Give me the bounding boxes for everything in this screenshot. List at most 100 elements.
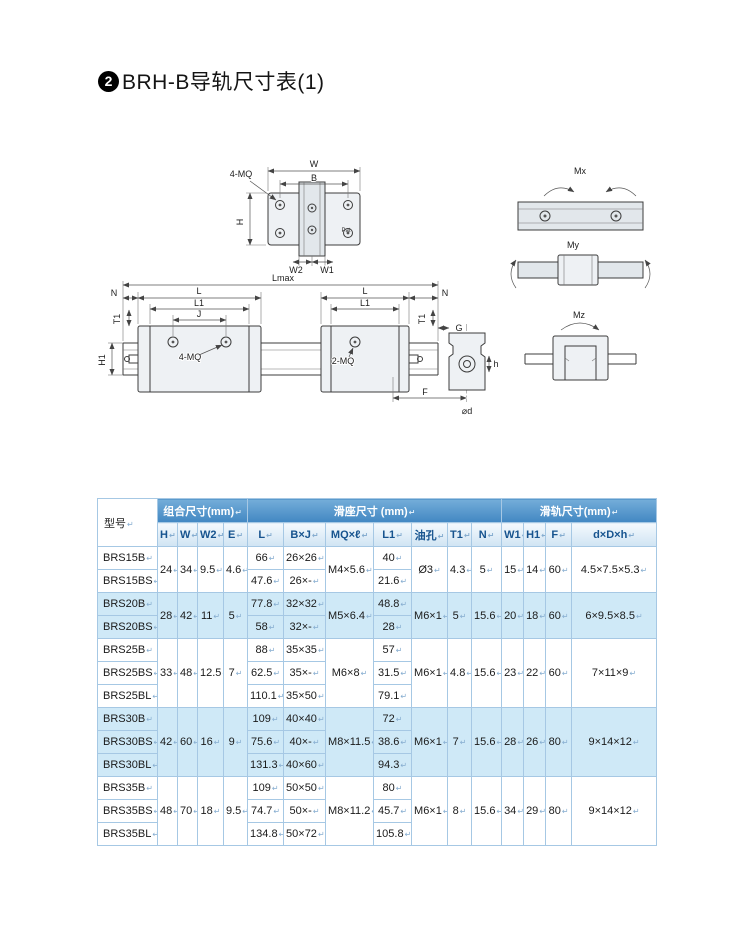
value-cell: 24 xyxy=(157,546,178,593)
dim-label-h1: H1 xyxy=(97,354,107,366)
dim-label-t1-right: T1 xyxy=(417,314,427,325)
value-cell: 80 xyxy=(373,776,413,800)
value-cell: 15.6 xyxy=(471,638,503,708)
dim-label-w: W xyxy=(310,159,319,169)
value-cell: 23 xyxy=(501,638,525,708)
value-cell: 70 xyxy=(177,776,198,846)
group-header: 组合尺寸(mm) xyxy=(156,498,249,523)
value-cell: 9.5 xyxy=(222,776,249,846)
title-text: BRH-B导轨尺寸表(1) xyxy=(122,71,325,94)
model-cell: BRS35BS xyxy=(97,799,158,823)
value-cell: 42 xyxy=(157,707,178,777)
value-cell: M6×1 xyxy=(411,592,449,639)
value-cell: 40×40 xyxy=(283,707,327,731)
value-cell: 5 xyxy=(447,592,473,639)
value-cell: 38.6 xyxy=(373,730,413,754)
side-view-drawing: Lmax N L L1 J T1 4-MQ H1 xyxy=(96,272,500,417)
value-cell: 31.5 xyxy=(373,661,413,685)
value-cell: 9 xyxy=(222,707,249,777)
value-cell: 9×14×12 xyxy=(571,707,657,777)
column-header: T1 xyxy=(447,522,473,547)
model-cell: BRS20BS xyxy=(97,615,158,639)
table-row: BRS25B334812.578835×35M6×857M6×14.815.62… xyxy=(97,638,657,708)
model-cell: BRS30BL xyxy=(97,753,158,777)
value-cell: 134.8 xyxy=(247,822,285,846)
value-cell: M6×1 xyxy=(411,776,449,846)
value-cell: 9×14×12 xyxy=(571,776,657,846)
rail-cross-section: h xyxy=(448,324,500,402)
technical-drawing: W B 4-MQ H W2 W1 Pat xyxy=(96,158,651,417)
column-header: E xyxy=(222,522,249,547)
value-cell: 48 xyxy=(157,776,178,846)
value-cell: 26×26 xyxy=(283,546,327,570)
left-carriage xyxy=(124,325,262,393)
dim-label-t1-left: T1 xyxy=(112,314,122,325)
dim-label-h-counterbore: h xyxy=(493,359,498,369)
dim-label-n-left: N xyxy=(111,288,118,298)
dimension-table: 型号组合尺寸(mm)滑座尺寸 (mm)滑轨尺寸(mm)HWW2ELB×JMQ×ℓ… xyxy=(97,498,657,846)
model-cell: BRS35B xyxy=(97,776,158,800)
header-row-groups: 型号组合尺寸(mm)滑座尺寸 (mm)滑轨尺寸(mm) xyxy=(97,498,657,547)
value-cell: 131.3 xyxy=(247,753,285,777)
value-cell: 4.8 xyxy=(447,638,473,708)
value-cell: 18 xyxy=(197,776,224,846)
value-cell: 58 xyxy=(247,615,285,639)
value-cell: 8 xyxy=(447,776,473,846)
dim-label-l1-right: L1 xyxy=(360,298,370,308)
value-cell: 26×- xyxy=(283,569,327,593)
model-cell: BRS25B xyxy=(97,638,158,662)
model-cell: BRS25BL xyxy=(97,684,158,708)
table-row: BRS25BS62.535×-31.5 xyxy=(97,661,657,685)
value-cell: 5 xyxy=(471,546,503,593)
value-cell: 48 xyxy=(177,638,198,708)
column-header: N xyxy=(471,522,503,547)
table-row: BRS30B426016910940×40M8×11.572M6×1715.62… xyxy=(97,707,657,777)
right-carriage xyxy=(320,325,423,393)
mz-rotation-arrow xyxy=(560,322,600,331)
value-cell: 22 xyxy=(523,638,547,708)
value-cell: M6×1 xyxy=(411,638,449,708)
table-row: BRS35B4870189.510950×50M8×11.280M6×1815.… xyxy=(97,776,657,846)
value-cell: 40×- xyxy=(283,730,327,754)
value-cell: 34 xyxy=(177,546,198,593)
table-body: BRS15B24349.54.66626×26M4×5.640Ø34.35151… xyxy=(97,546,657,846)
table-row: BRS25BL110.135×5079.1 xyxy=(97,684,657,708)
value-cell: 33 xyxy=(157,638,178,708)
group-header: 滑座尺寸 (mm) xyxy=(247,498,503,523)
moment-diagrams: Mx My Mz xyxy=(510,165,651,381)
table-row: BRS30BS75.640×-38.6 xyxy=(97,730,657,754)
moment-label-my: My xyxy=(567,240,579,250)
value-cell: 66 xyxy=(247,546,285,570)
value-cell: 40×60 xyxy=(283,753,327,777)
model-cell: BRS20B xyxy=(97,592,158,616)
value-cell: M8×11.5 xyxy=(325,707,375,777)
value-cell: 109 xyxy=(247,707,285,731)
header-row-columns: HWW2ELB×JMQ×ℓL1油孔T1NW1H1Fd×D×h xyxy=(98,522,657,547)
mx-rotation-arrow-right xyxy=(605,186,637,197)
value-cell: 109 xyxy=(247,776,285,800)
dim-label-g: G xyxy=(455,323,462,333)
group-header: 滑轨尺寸(mm) xyxy=(501,498,657,523)
value-cell: 40 xyxy=(373,546,413,570)
dim-label-n-right: N xyxy=(442,288,449,298)
value-cell: 79.1 xyxy=(373,684,413,708)
moment-label-mx: Mx xyxy=(574,166,586,176)
value-cell: 4.5×7.5×5.3 xyxy=(571,546,657,593)
column-header: W2 xyxy=(197,522,224,547)
my-rotation-arrow-left xyxy=(510,259,517,289)
page-title: 2 BRH-B导轨尺寸表(1) xyxy=(98,66,325,96)
value-cell: 9.5 xyxy=(197,546,224,593)
model-cell: BRS15B xyxy=(97,546,158,570)
rail-top-view xyxy=(298,181,326,257)
value-cell: M8×11.2 xyxy=(325,776,375,846)
value-cell: 35×- xyxy=(283,661,327,685)
value-cell: 32×- xyxy=(283,615,327,639)
value-cell: 6×9.5×8.5 xyxy=(571,592,657,639)
number-badge: 2 xyxy=(98,70,119,92)
value-cell: 28 xyxy=(373,615,413,639)
value-cell: 88 xyxy=(247,638,285,662)
callout-2mq: 2-MQ xyxy=(332,356,355,366)
value-cell: 77.8 xyxy=(247,592,285,616)
value-cell: 26 xyxy=(523,707,547,777)
value-cell: 21.6 xyxy=(373,569,413,593)
